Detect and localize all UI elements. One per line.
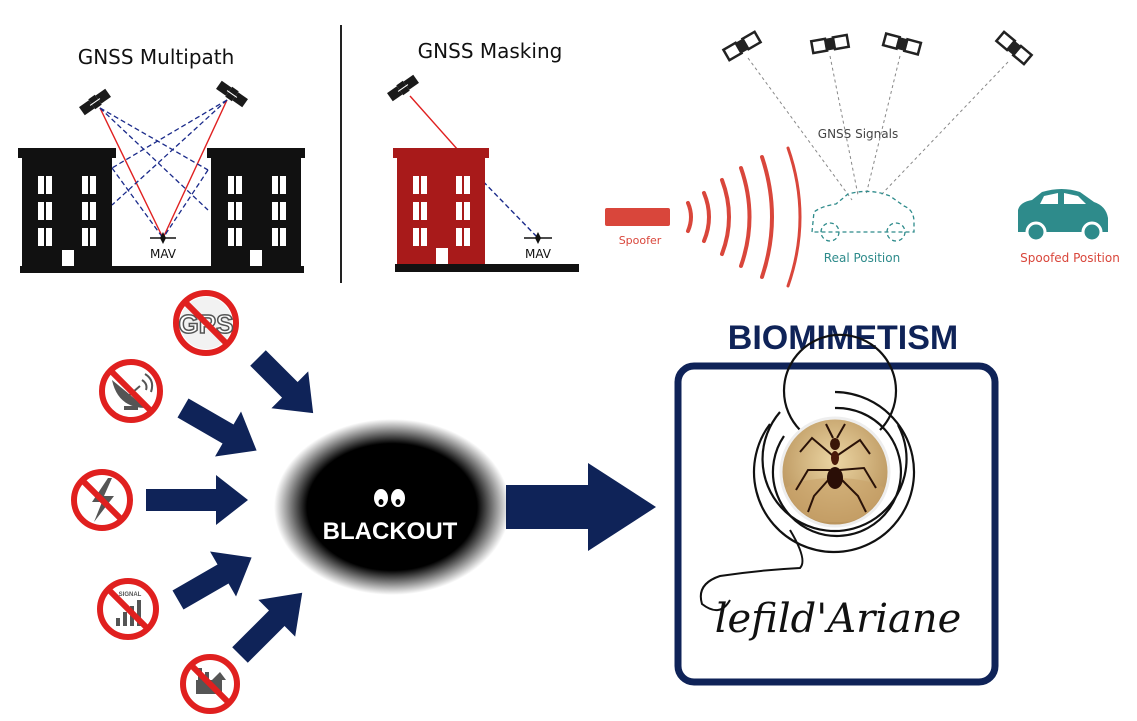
no-lightning-icon <box>71 469 133 531</box>
masking-title: GNSS Masking <box>418 39 563 63</box>
multipath-panel: GNSS Multipath <box>18 45 305 273</box>
satellite-icon <box>385 73 421 103</box>
ground <box>20 266 304 273</box>
arrow-icon <box>250 350 314 414</box>
satellite-icon <box>722 30 762 62</box>
satellite-icon <box>214 79 250 109</box>
spoofed-car-icon <box>1018 189 1108 243</box>
no-radar-dish-icon <box>99 359 163 423</box>
masking-panel: GNSS Masking MAV <box>385 39 579 272</box>
blackout-blob: BLACKOUT <box>274 419 510 595</box>
no-signal-icon: SIGNAL <box>97 578 159 640</box>
ariane-logo: lefild'Ariane <box>699 333 962 642</box>
arrow-icon <box>172 551 252 610</box>
building <box>18 148 116 272</box>
no-gps-icon: GPS <box>173 290 239 356</box>
ariane-logo-text: lefild'Ariane <box>715 596 962 642</box>
spoofed-position-label: Spoofed Position <box>1020 251 1120 265</box>
real-position-label: Real Position <box>824 251 900 265</box>
spoof-waves <box>686 146 802 288</box>
spoofer-label: Spoofer <box>619 234 662 247</box>
no-industrial-icon <box>180 654 240 714</box>
signal-text: SIGNAL <box>119 592 142 598</box>
arrow-icon <box>232 592 303 663</box>
arrow-icon <box>177 398 257 457</box>
arrow-icon <box>146 475 248 525</box>
blackout-label: BLACKOUT <box>323 518 458 545</box>
mav-label: MAV <box>525 247 552 261</box>
building <box>393 148 489 268</box>
output-arrow-icon <box>506 463 656 551</box>
thread-line <box>699 529 804 611</box>
mav-icon <box>524 232 552 244</box>
maze-icon <box>752 333 916 554</box>
ant-icon <box>783 423 887 522</box>
multipath-signals <box>99 99 228 239</box>
real-car-icon <box>811 190 915 242</box>
mav-label: MAV <box>150 247 177 261</box>
satellite-icon <box>995 30 1033 66</box>
ground <box>395 264 579 272</box>
satellite-icon <box>77 87 113 117</box>
satellite-icon <box>881 32 923 56</box>
spoofing-panel: GNSS Signals Spoofer Real Position Spoof <box>605 30 1120 288</box>
mav-icon <box>150 232 176 244</box>
multipath-title: GNSS Multipath <box>78 45 235 69</box>
gnss-signals-label: GNSS Signals <box>818 127 898 141</box>
eyes-icon <box>374 489 405 507</box>
threat-arrows <box>146 350 656 663</box>
spoofer-icon <box>605 208 670 226</box>
blocked-signal <box>409 95 459 151</box>
satellite-icon <box>809 33 851 55</box>
building <box>207 148 305 272</box>
biomimetism-title: BIOMIMETISM <box>728 319 958 357</box>
gnss-signal-lines <box>747 55 1009 201</box>
